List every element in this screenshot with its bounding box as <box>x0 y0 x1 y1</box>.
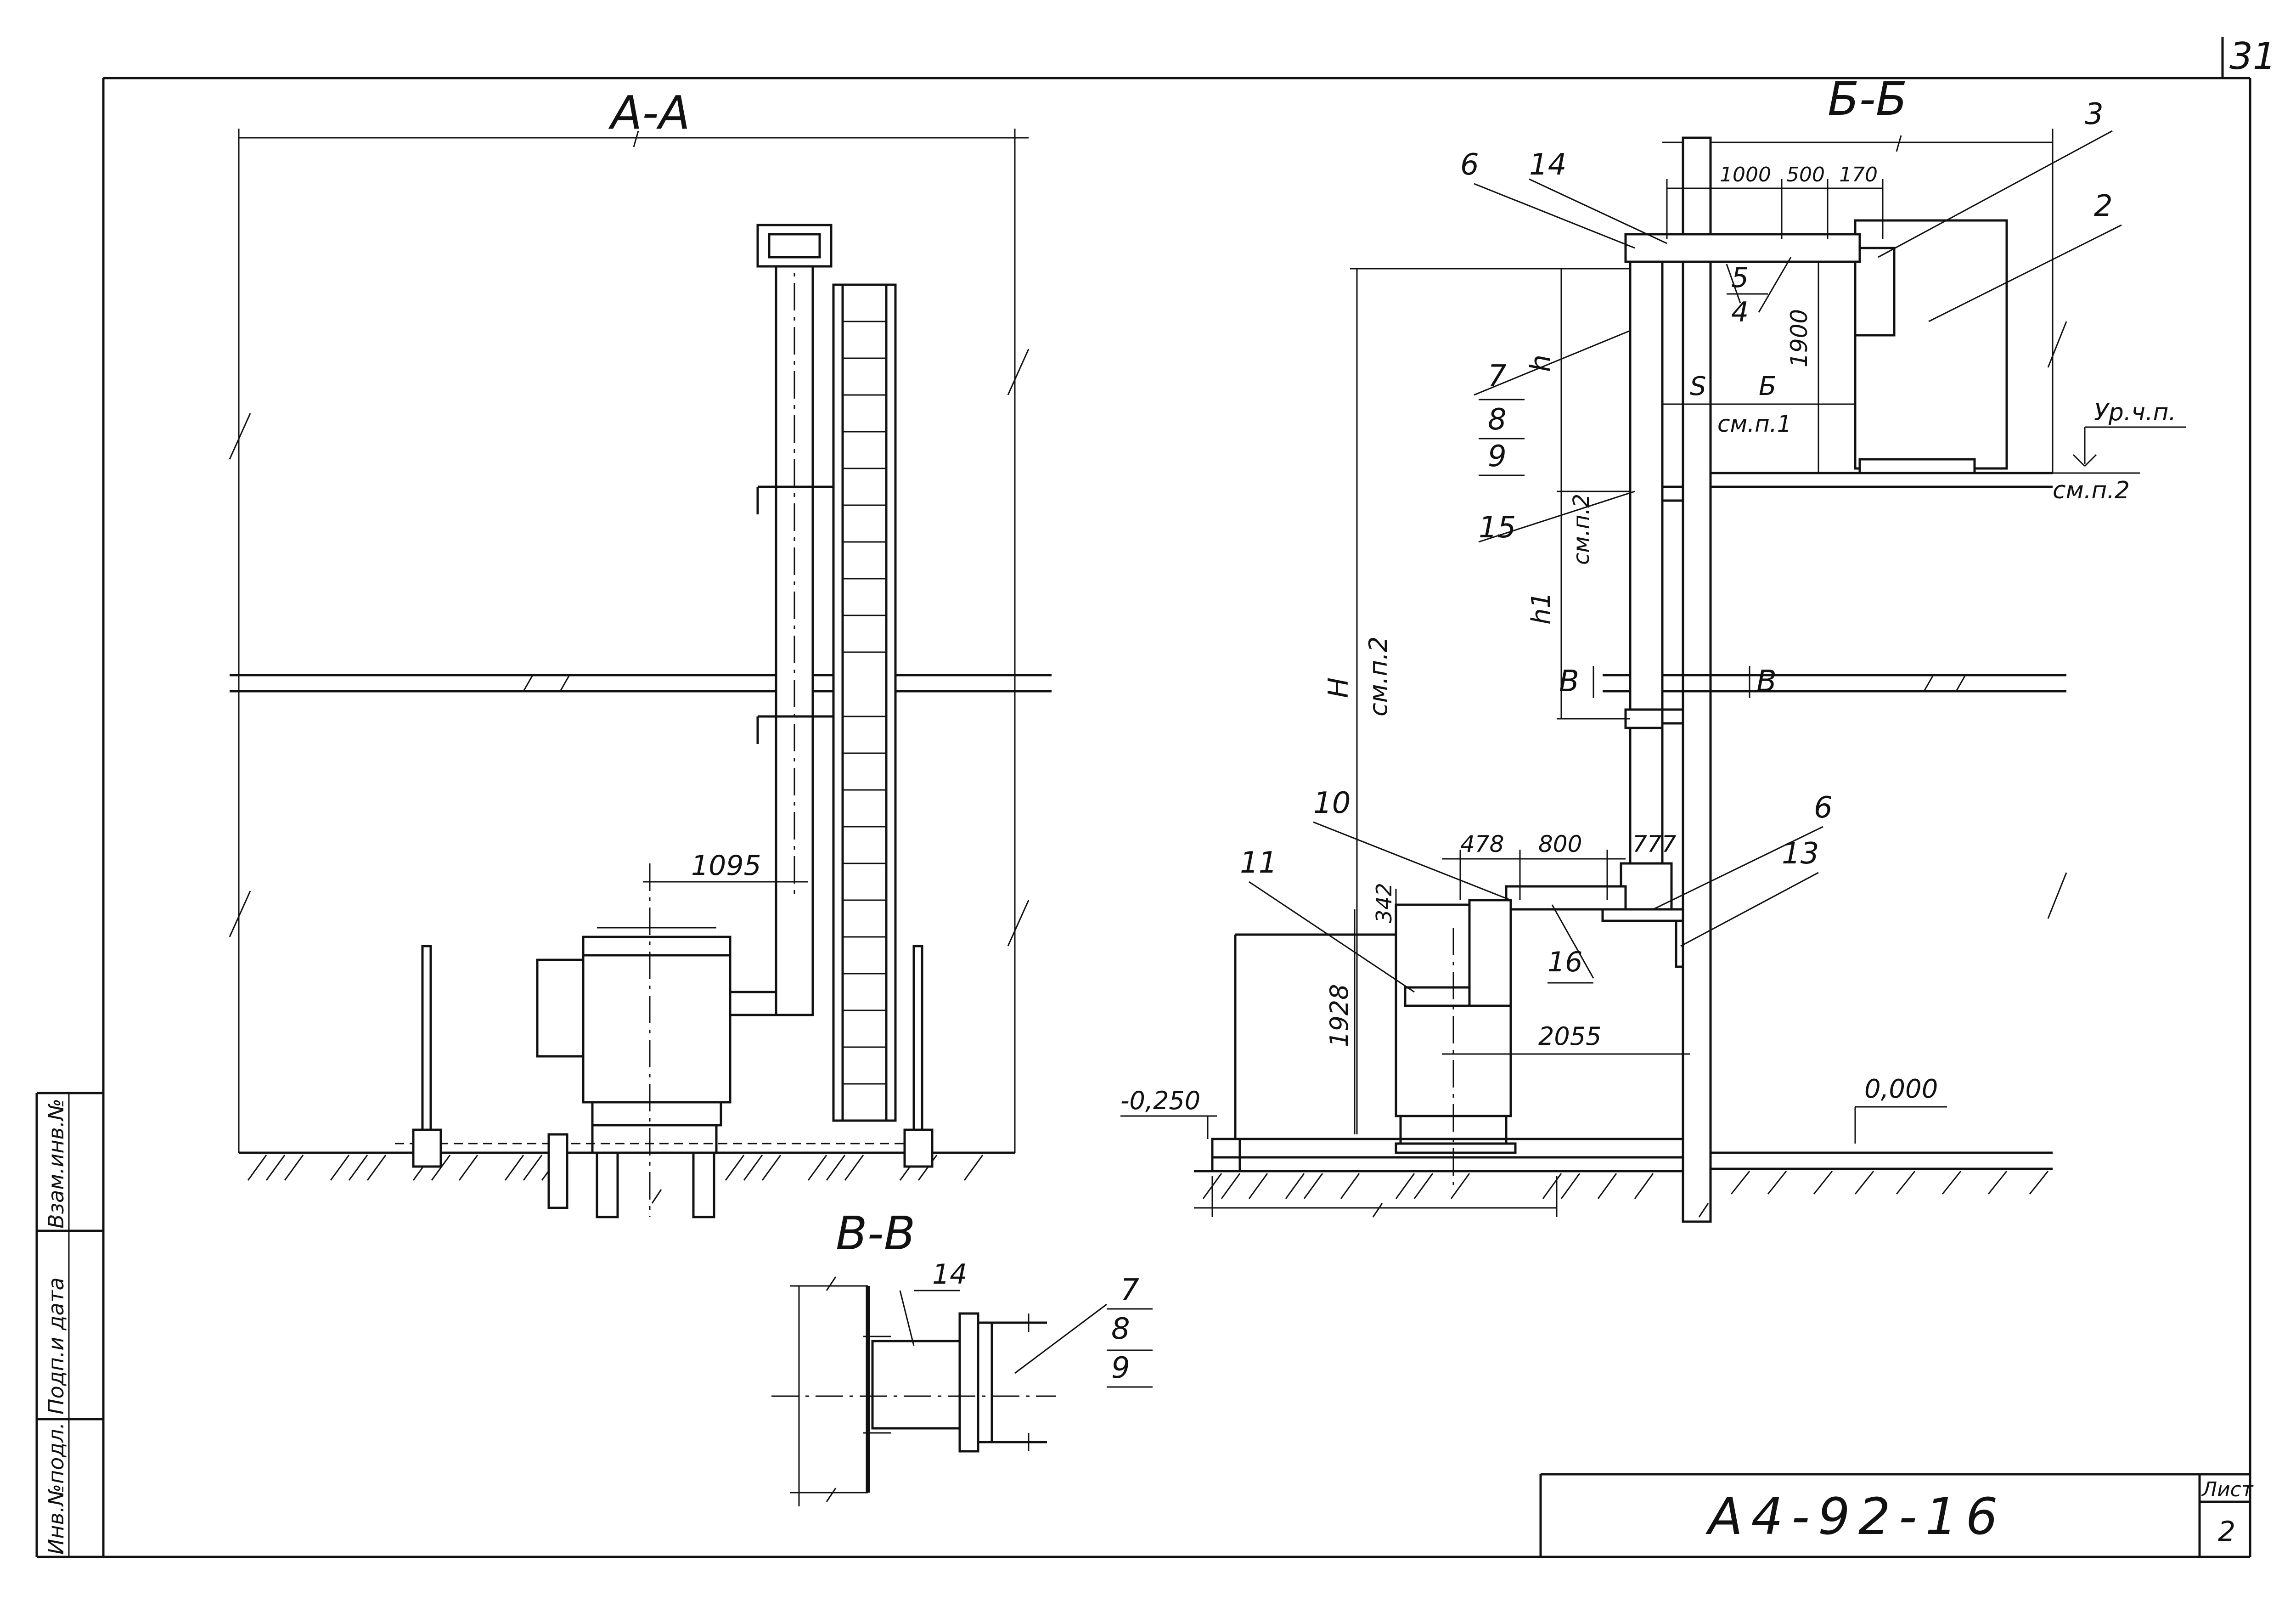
callout-7-vv: 7 <box>1120 1273 1139 1307</box>
note-elev-zero: 0,000 <box>1864 1074 1938 1104</box>
callout-10: 10 <box>1313 786 1351 820</box>
dim-800: 800 <box>1538 831 1582 857</box>
callout-16: 16 <box>1548 946 1582 978</box>
callout-15: 15 <box>1479 511 1516 545</box>
callout-5: 5 <box>1731 262 1749 294</box>
section-bb: Б-Б <box>1120 72 2186 1223</box>
dim-1928: 1928 <box>1325 984 1354 1047</box>
document-code: А4-92-16 <box>1705 1487 2006 1546</box>
note-see-p2-H: см.п.2 <box>1364 637 1393 716</box>
callout-7-top: 7 <box>1488 359 1507 393</box>
note-floor-level: Ур.ч.п. <box>2094 399 2176 426</box>
callout-4: 4 <box>1731 296 1749 328</box>
callout-6-bottom: 6 <box>1814 791 1833 825</box>
stamp-inventory-label: Инв.№подл. <box>44 1422 68 1555</box>
callout-6-top: 6 <box>1460 148 1479 182</box>
title-block: А4-92-16 Лист 2 <box>1539 1473 2254 1557</box>
dim-777: 777 <box>1632 831 1677 857</box>
section-vv: В-В 14 7 8 9 <box>771 1206 1153 1506</box>
callout-2: 2 <box>2094 189 2113 223</box>
note-elev-minus: -0,250 <box>1120 1086 1200 1115</box>
dim-h1: h1 <box>1526 592 1556 625</box>
dim-478: 478 <box>1460 831 1504 857</box>
dim-s: S <box>1690 372 1706 401</box>
callout-9-top: 9 <box>1488 440 1507 474</box>
cut-mark-left: В <box>1559 665 1579 699</box>
dim-342: 342 <box>1372 883 1396 923</box>
dim-b: Б <box>1759 372 1776 401</box>
note-see-p2-floor: см.п.2 <box>2053 477 2130 504</box>
note-see-p1: см.п.1 <box>1717 411 1792 437</box>
stamp-sign-date-label: Подп.и дата <box>44 1277 68 1415</box>
dim-1000: 1000 <box>1720 163 1771 186</box>
section-bb-title: Б-Б <box>1828 72 1907 126</box>
side-stamp: Инв.№подл. Подп.и дата Взам.инв.№ <box>35 1092 103 1558</box>
callout-8-top: 8 <box>1488 403 1507 437</box>
dim-1900: 1900 <box>1786 309 1812 367</box>
dim-500: 500 <box>1786 163 1825 186</box>
section-vv-title: В-В <box>836 1206 915 1260</box>
callout-14-vv: 14 <box>932 1258 967 1291</box>
stamp-replace-label: Взам.инв.№ <box>44 1099 68 1229</box>
cut-mark-right: В <box>1756 665 1777 699</box>
dim-2055: 2055 <box>1538 1022 1601 1051</box>
note-see-p2-h1: см.п.2 <box>1569 494 1594 565</box>
callout-14-top: 14 <box>1529 148 1566 182</box>
dim-H: H <box>1322 677 1355 698</box>
sheet-value: 2 <box>2218 1516 2235 1548</box>
dim-1095: 1095 <box>691 850 761 882</box>
section-aa: А-А <box>229 86 1052 1218</box>
callout-11: 11 <box>1240 846 1277 880</box>
sheet-frame: 31 <box>102 35 2276 1558</box>
sheet-number: 31 <box>2229 35 2276 78</box>
sheet-label: Лист <box>2201 1478 2254 1501</box>
callout-8-vv: 8 <box>1111 1312 1130 1346</box>
section-aa-title: А-А <box>608 86 690 140</box>
callout-3: 3 <box>2085 97 2104 131</box>
callout-9-vv: 9 <box>1111 1351 1130 1385</box>
dim-170: 170 <box>1839 163 1878 186</box>
callout-13: 13 <box>1782 837 1819 871</box>
